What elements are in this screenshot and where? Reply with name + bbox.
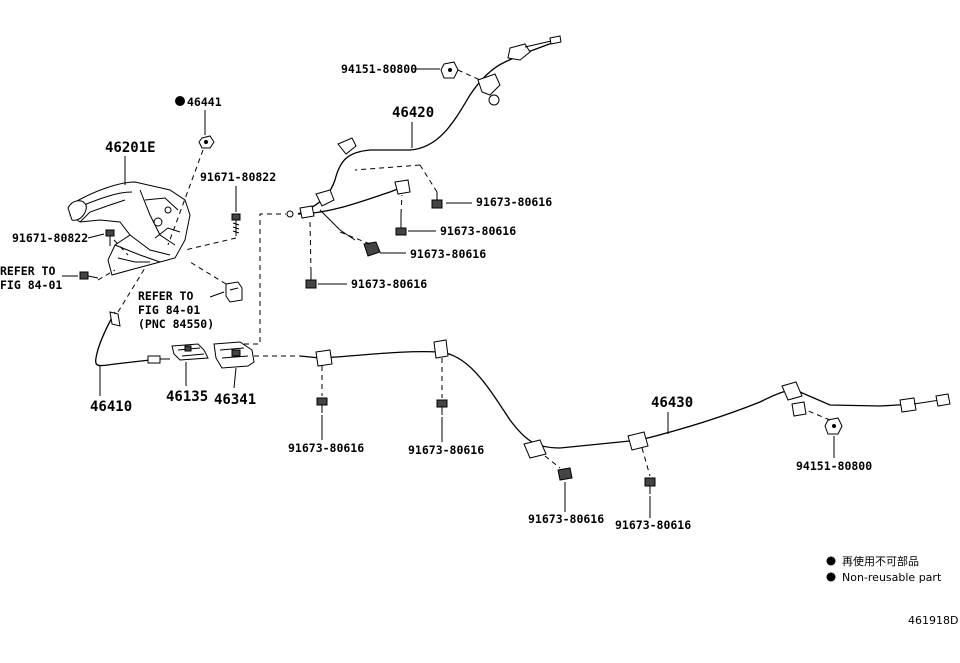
bolt-46420-d bbox=[305, 272, 317, 289]
legend-bullet-en bbox=[826, 572, 836, 582]
label-46135: 46135 bbox=[166, 389, 208, 405]
refer-to-left-line2: FIG 84-01 bbox=[0, 278, 62, 292]
grommet-94151-80800-top bbox=[440, 61, 459, 79]
bolt-91671-80822-upper bbox=[231, 213, 241, 236]
front-cable-46410 bbox=[94, 311, 170, 367]
label-91673-80616-f: 91673-80616 bbox=[408, 443, 484, 457]
grommet-94151-80800-right bbox=[824, 417, 843, 435]
connector-46341 bbox=[213, 341, 255, 369]
equalizer-46135 bbox=[171, 343, 209, 361]
refer-to-mid-line2: FIG 84-01 bbox=[138, 303, 200, 317]
legend-en-text: Non-reusable part bbox=[842, 571, 942, 584]
label-46341: 46341 bbox=[214, 392, 256, 408]
switch-part-84550 bbox=[225, 281, 243, 303]
refer-to-left-line1: REFER TO bbox=[0, 264, 55, 278]
legend-jp-text: 再使用不可部品 bbox=[842, 554, 919, 568]
legend: 再使用不可部品 Non-reusable part bbox=[826, 554, 942, 584]
label-91673-80616-a: 91673-80616 bbox=[476, 195, 552, 209]
label-91673-80616-c: 91673-80616 bbox=[410, 247, 486, 261]
non-reusable-marker bbox=[175, 96, 185, 106]
label-46201e: 46201E bbox=[105, 140, 156, 156]
rear-cable-46430 bbox=[299, 339, 951, 459]
parking-brake-lever-assembly bbox=[67, 181, 191, 276]
legend-bullet-jp bbox=[826, 556, 836, 566]
bolt-refer-left bbox=[79, 271, 99, 280]
illustration-id: 461918D bbox=[908, 614, 958, 627]
label-46441: 46441 bbox=[187, 95, 222, 109]
rear-cable-46420 bbox=[286, 35, 562, 241]
label-91671-80822-left: 91671-80822 bbox=[12, 231, 88, 245]
label-91673-80616-g: 91673-80616 bbox=[528, 512, 604, 526]
bolt-46430-a bbox=[316, 397, 328, 413]
label-91671-80822-upper: 91671-80822 bbox=[200, 170, 276, 184]
bolt-46430-b bbox=[436, 399, 448, 415]
label-91673-80616-b: 91673-80616 bbox=[440, 224, 516, 238]
refer-to-mid-line1: REFER TO bbox=[138, 289, 193, 303]
bolt-46420-c bbox=[363, 241, 381, 257]
label-94151-80800-top: 94151-80800 bbox=[341, 62, 417, 76]
label-46430: 46430 bbox=[651, 395, 693, 411]
label-91673-80616-h: 91673-80616 bbox=[615, 518, 691, 532]
label-91673-80616-e: 91673-80616 bbox=[288, 441, 364, 455]
label-94151-80800-right: 94151-80800 bbox=[796, 459, 872, 473]
label-46410: 46410 bbox=[90, 399, 132, 415]
bolt-46430-d bbox=[644, 477, 656, 494]
label-46420: 46420 bbox=[392, 105, 434, 121]
bolt-46420-b bbox=[395, 214, 407, 236]
refer-to-mid-line3: (PNC 84550) bbox=[138, 317, 214, 331]
bolt-91671-80822-left bbox=[105, 229, 115, 246]
label-91673-80616-d: 91673-80616 bbox=[351, 277, 427, 291]
bolt-46420-a bbox=[431, 192, 443, 209]
bolt-46430-c bbox=[557, 467, 573, 481]
nut-46441 bbox=[198, 135, 215, 149]
